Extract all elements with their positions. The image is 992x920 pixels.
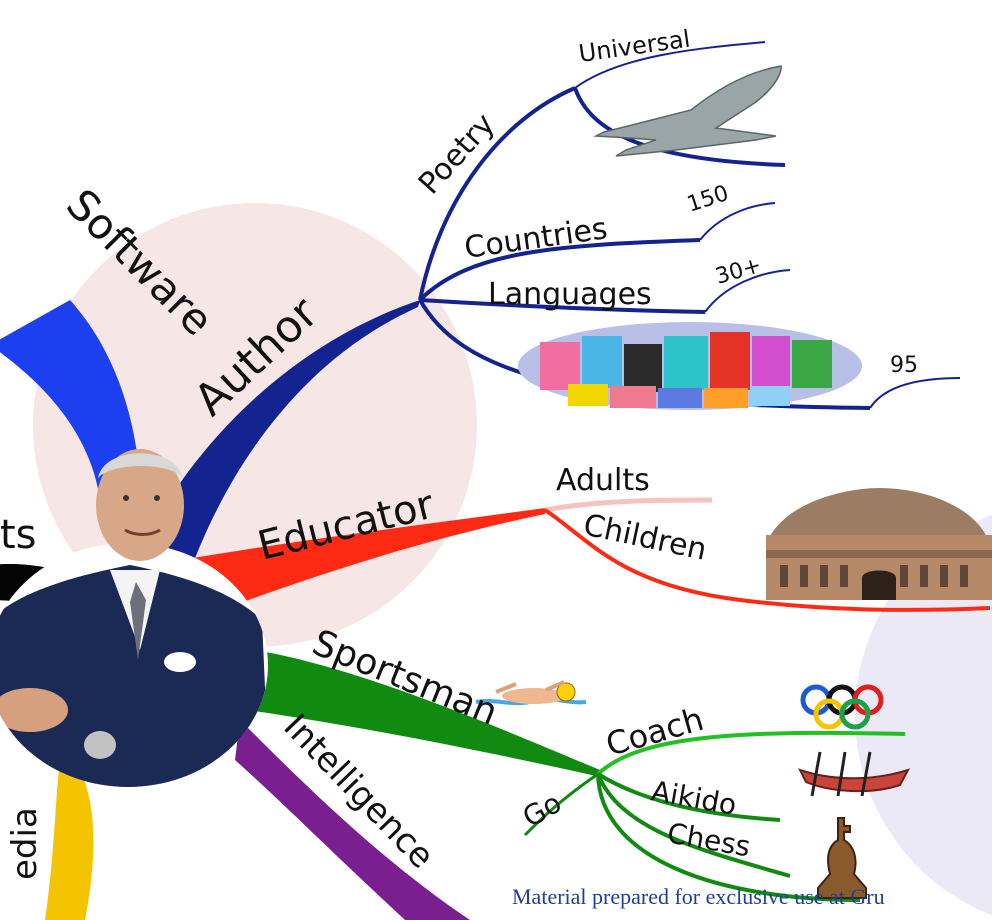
label-languages: Languages: [488, 277, 652, 312]
label-countries: Countries: [462, 211, 609, 266]
label-adults: Adults: [556, 463, 650, 498]
label-aikido: Aikido: [649, 774, 739, 821]
label-chess: Chess: [665, 816, 753, 863]
label-languages-count: 30+: [713, 253, 765, 290]
concorde-jet-icon: [593, 65, 782, 157]
chess-king-icon: [817, 817, 867, 899]
label-media: edia: [5, 807, 45, 880]
footer-note: Material prepared for exclusive use at G…: [512, 884, 885, 909]
label-children: Children: [580, 508, 709, 568]
branch-sportsman: [210, 645, 600, 776]
royal-albert-hall-icon: [766, 488, 992, 600]
branch-author: [120, 300, 420, 600]
olympic-rings-icon: [800, 684, 884, 730]
label-books-count: 95: [890, 353, 918, 378]
branch-intelligence: [235, 720, 470, 920]
branch-educator: [180, 508, 545, 618]
label-countries-count: 150: [684, 181, 732, 218]
label-ts: ts: [0, 512, 37, 558]
background-circle-lavender: [855, 514, 992, 916]
sportsman-subbranches: [523, 730, 906, 902]
books-stack-icon: [518, 322, 862, 410]
swimmer-icon: [475, 680, 587, 706]
man-in-navy-blazer-photo: [0, 449, 268, 787]
educator-subbranches: [543, 497, 991, 612]
rowing-boat-icon: [798, 751, 911, 797]
label-coach: Coach: [602, 700, 708, 764]
branch-media: [45, 750, 94, 920]
branch-software: [0, 300, 138, 500]
label-go: Go: [517, 786, 567, 834]
